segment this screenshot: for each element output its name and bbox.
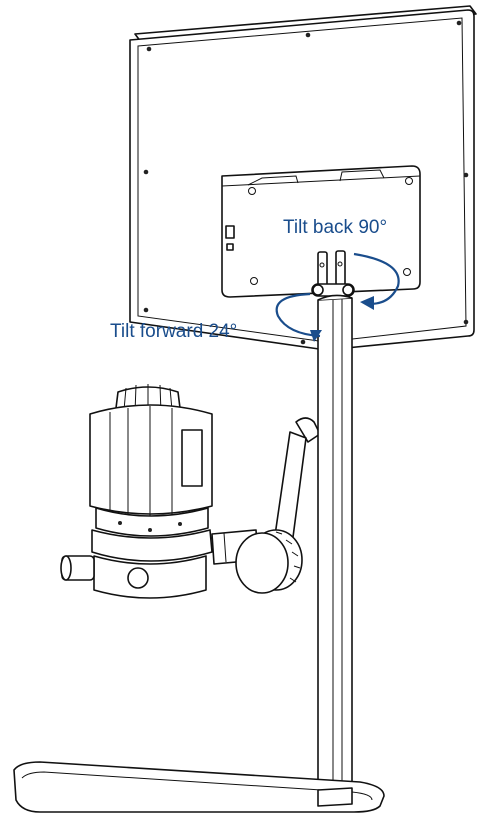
tilt-forward-arrow: [275, 292, 322, 342]
stand-column: [317, 294, 353, 807]
panel-screws: [143, 20, 469, 345]
rear-housing: [221, 165, 421, 298]
articulating-arm: [211, 417, 321, 594]
tilt-forward-label: Tilt forward 24°: [110, 321, 238, 342]
camera-module: [60, 384, 213, 599]
stand-base: [13, 761, 385, 813]
tilt-back-arrow: [353, 252, 400, 310]
tilt-back-label: Tilt back 90°: [283, 217, 388, 238]
